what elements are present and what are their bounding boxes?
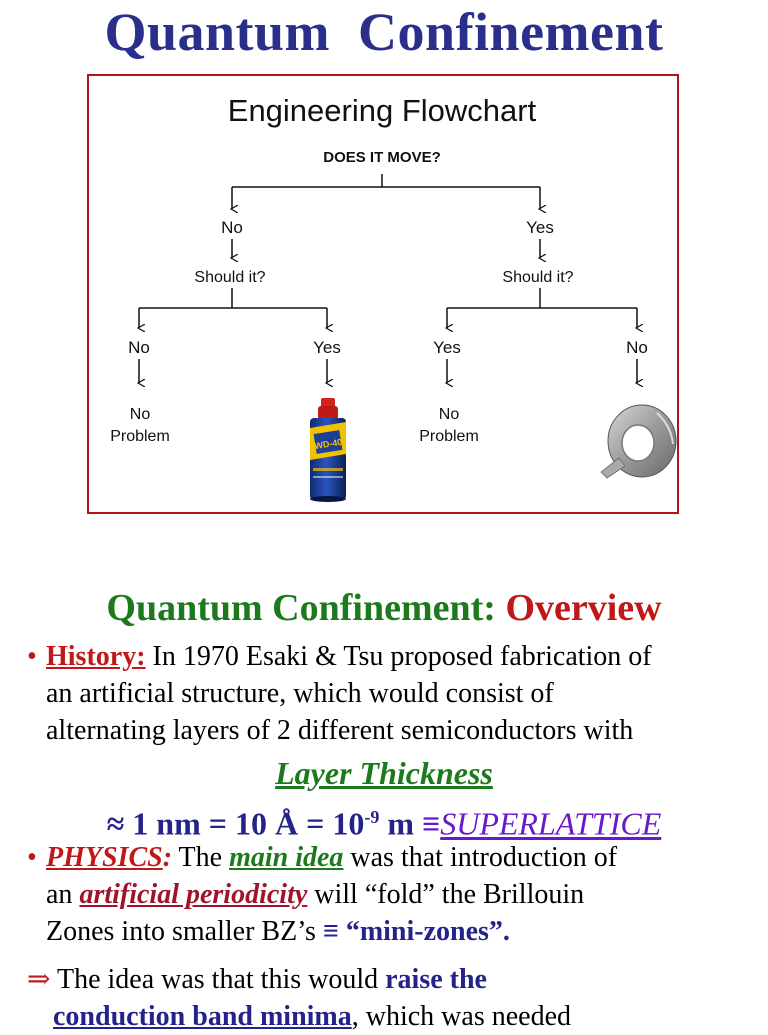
raise-the-term: raise the — [385, 964, 487, 995]
history-paragraph: • History: In 1970 Esaki & Tsu proposed … — [27, 638, 757, 749]
branch-lr: Yes — [313, 338, 341, 357]
bullet: • — [27, 842, 37, 873]
physics-paragraph: • PHYSICS: The main idea was that introd… — [27, 839, 757, 950]
superlattice-term: SUPERLATTICE — [440, 805, 662, 842]
overview-title-part2: Overview — [505, 587, 662, 629]
duct-tape-icon — [600, 404, 677, 479]
physics-text-5: Zones into smaller BZ’s — [46, 916, 323, 947]
bullet: • — [27, 641, 37, 672]
outcome-rl-line1: No — [439, 406, 460, 423]
wd40-can-icon: WD-40 — [310, 398, 346, 502]
history-text-1: In 1970 Esaki & Tsu proposed fabrication… — [145, 641, 652, 672]
outcome-ll-line2: Problem — [110, 428, 170, 445]
mini-zones-term: “mini-zones”. — [338, 916, 510, 947]
overview-title-part1: Quantum Confinement: — [106, 587, 506, 629]
flowchart-title: Engineering Flowchart — [228, 93, 537, 128]
engineering-flowchart: Engineering Flowchart DOES IT MOVE? No Y… — [110, 93, 677, 502]
flowchart-frame: Engineering Flowchart DOES IT MOVE? No Y… — [87, 74, 679, 514]
main-idea-term: main idea — [229, 842, 344, 873]
right-answer: Yes — [526, 218, 554, 237]
idea-text-2: , which was needed — [351, 1001, 572, 1032]
equation-main: 1 nm = 10 Å = 10 — [124, 805, 365, 842]
branch-rl: Yes — [433, 338, 461, 357]
physics-text-3: an — [46, 879, 80, 910]
approx-symbol: ≈ — [106, 805, 125, 842]
left-answer: No — [221, 218, 243, 237]
equation-exponent: -9 — [364, 807, 380, 827]
physics-text-1: The — [172, 842, 230, 873]
history-text-3: alternating layers of 2 different semico… — [46, 715, 634, 746]
outcome-ll-line1: No — [130, 406, 151, 423]
equiv-symbol: ≡ — [421, 805, 441, 842]
branch-ll: No — [128, 338, 150, 357]
layer-thickness: Layer Thickness — [275, 755, 493, 791]
overview-heading: Quantum Confinement: Overview — [0, 584, 768, 632]
history-label: History: — [46, 641, 146, 672]
physics-colon: : — [162, 842, 173, 873]
right-should: Should it? — [502, 269, 573, 286]
history-text-2: an artificial structure, which would con… — [46, 678, 554, 709]
wd40-label: WD-40 — [314, 437, 343, 451]
flowchart-question: DOES IT MOVE? — [323, 149, 441, 166]
artificial-periodicity-term: artificial periodicity — [79, 879, 308, 910]
branch-rr: No — [626, 338, 648, 357]
idea-text-1: The idea was that this would — [50, 964, 386, 995]
physics-text-2: was that introduction of — [343, 842, 618, 873]
outcome-rl-line2: Problem — [419, 428, 479, 445]
physics-label: PHYSICS — [46, 842, 163, 873]
left-should: Should it? — [194, 269, 265, 286]
implies-arrow-icon: ⇒ — [27, 964, 51, 995]
page-title: Quantum Confinement — [104, 2, 664, 62]
conduction-band-minima-term: conduction band minima — [53, 1001, 352, 1032]
equation-line: ≈ 1 nm = 10 Å = 10-9 m ≡SUPERLATTICE — [0, 796, 768, 845]
equation-unit: m — [379, 805, 422, 842]
physics-text-4: will “fold” the Brillouin — [307, 879, 585, 910]
equiv-symbol: ≡ — [322, 916, 339, 947]
